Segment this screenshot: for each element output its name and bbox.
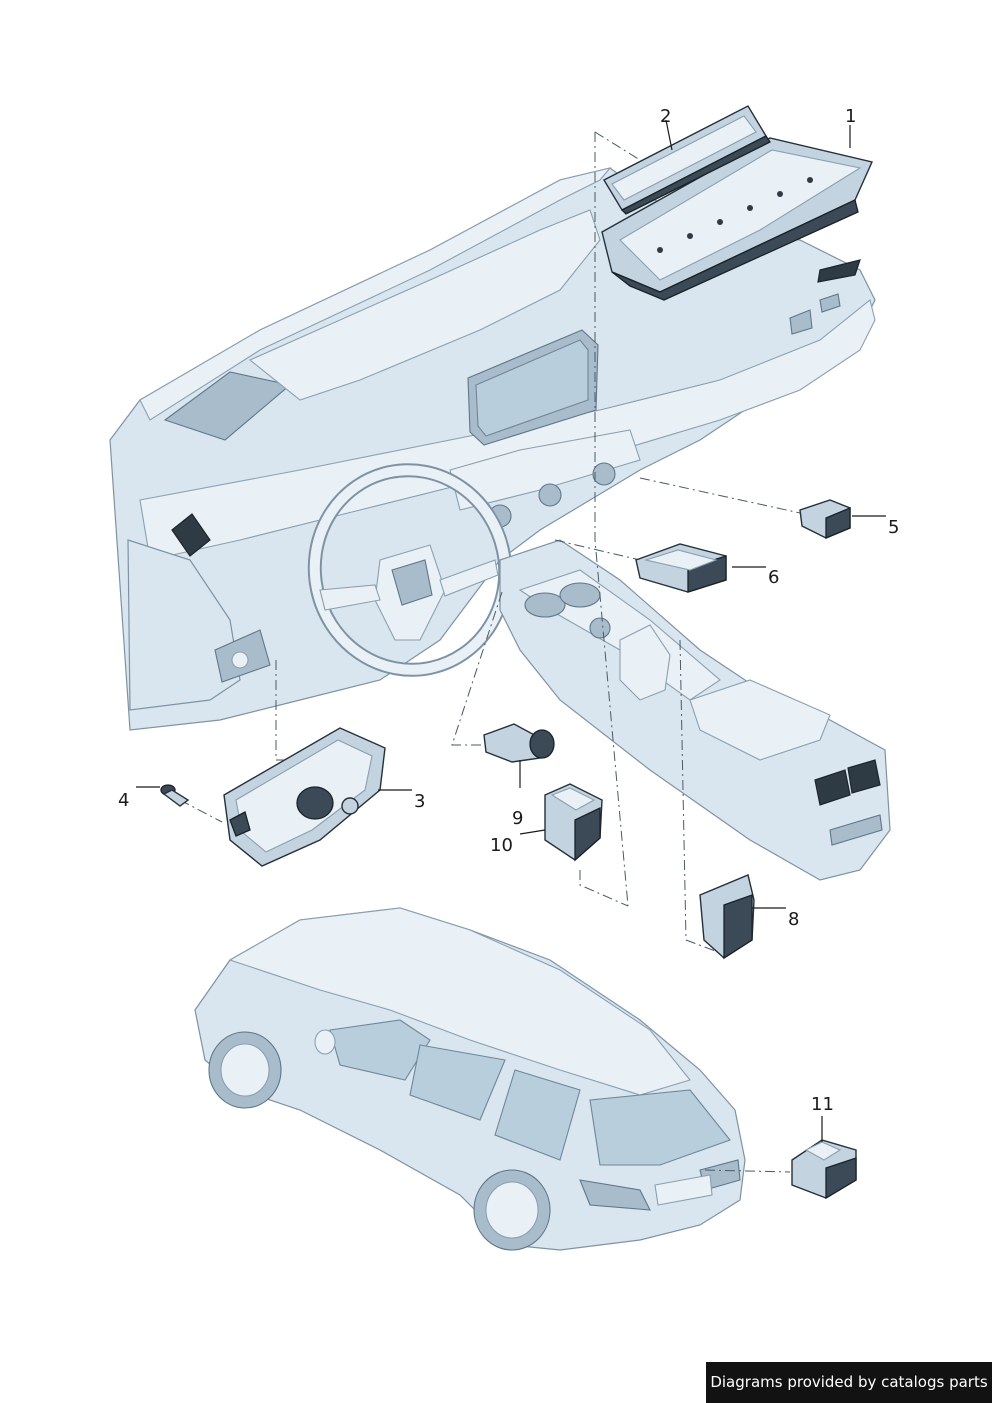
callouts: 1 2 3 4 5 6 9 10 8 11	[118, 106, 899, 1115]
callout-9: 9	[512, 808, 523, 829]
callout-11: 11	[811, 1094, 834, 1115]
part-2-trim-strip	[603, 105, 771, 215]
part-10-switch	[544, 783, 603, 862]
part-8-switch	[699, 874, 755, 960]
steering-wheel	[307, 463, 513, 677]
part-6-switch-block	[635, 543, 727, 593]
part-4-screw	[160, 784, 190, 807]
callout-2: 2	[660, 106, 671, 127]
part-9-rotary-knob	[483, 723, 555, 763]
callout-5: 5	[888, 517, 899, 538]
vehicle-illustration	[194, 907, 746, 1251]
callout-3: 3	[414, 791, 425, 812]
part-5-switch	[799, 499, 851, 539]
part-3-light-switch	[223, 727, 386, 867]
callout-4: 4	[118, 790, 129, 811]
callout-8: 8	[788, 909, 799, 930]
footer-attribution: Diagrams provided by catalogs parts	[706, 1362, 992, 1403]
part-11-switch	[791, 1139, 857, 1200]
dashboard-illustration	[109, 167, 891, 881]
callout-6: 6	[768, 567, 779, 588]
callout-1: 1	[845, 106, 856, 127]
part-1-climate-control-panel	[601, 137, 873, 301]
callout-10: 10	[490, 835, 513, 856]
assembly-lines	[179, 131, 801, 1173]
leader-lines	[136, 119, 886, 1142]
